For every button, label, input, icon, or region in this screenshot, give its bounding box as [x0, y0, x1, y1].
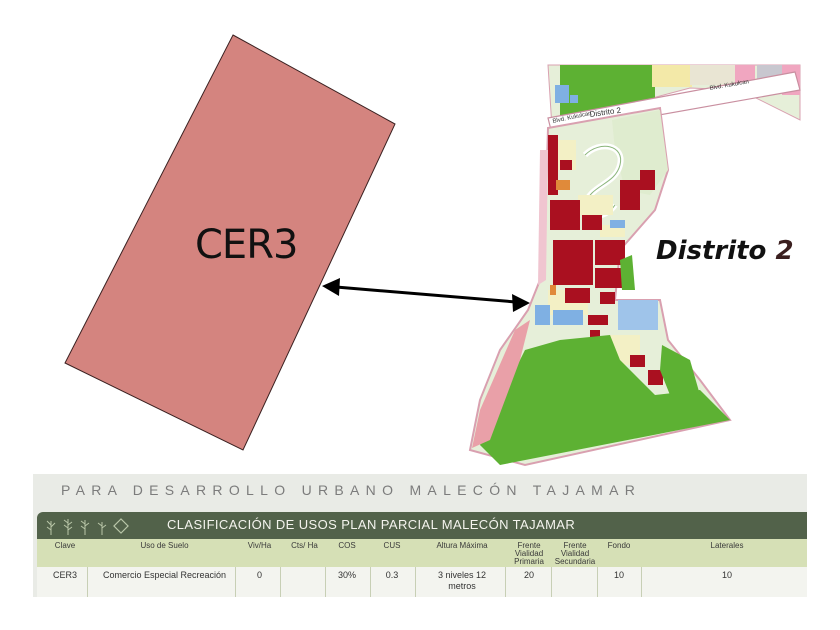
logo-icon	[113, 517, 129, 534]
district-map: Blvd. Kukulcan Distrito 2 Blvd. Kukulcan	[468, 64, 801, 467]
parcel-label: CER3	[195, 222, 298, 268]
district-label-text: Distrito	[656, 236, 767, 266]
district-label: Distrito 2	[656, 236, 794, 266]
column-header-fondo: Fondo	[607, 541, 631, 550]
double-arrow-icon	[322, 278, 530, 312]
table-row: CER3 Comercio Especial Recreación 0 30% …	[37, 567, 807, 597]
street-label: Distrito 2	[589, 106, 622, 119]
document-header: PARA DESARROLLO URBANO MALECÓN TAJAMAR	[61, 482, 642, 498]
map-graphic: Blvd. Kukulcan Distrito 2 Blvd. Kukulcan	[64, 34, 801, 467]
cell-fondo: 10	[613, 570, 624, 580]
column-header-uso: Uso de Suelo	[140, 541, 189, 550]
cell-uso: Comercio Especial Recreación	[102, 570, 227, 580]
column-header-altura: Altura Máxima	[436, 541, 488, 550]
cell-viv: 0	[256, 570, 262, 580]
column-header-cos: COS	[338, 541, 356, 550]
cell-altura: 3 niveles 12 metros	[437, 570, 487, 591]
regulation-table-photo: PARA DESARROLLO URBANO MALECÓN TAJAMAR C…	[33, 474, 807, 597]
column-header-frente-primaria: Frente Vialidad Primaria	[514, 541, 544, 566]
district-label-number: 2	[775, 236, 794, 266]
table-banner: CLASIFICACIÓN DE USOS PLAN PARCIAL MALEC…	[37, 512, 807, 539]
cell-clave: CER3	[52, 570, 77, 580]
table-header-row: Clave Uso de Suelo Viv/Ha Cts/ Ha COS CU…	[37, 539, 807, 567]
plant-icon	[46, 520, 56, 535]
plant-icon	[80, 519, 90, 535]
banner-icons	[45, 512, 129, 539]
cer3-parcel	[64, 34, 396, 451]
plant-icon	[97, 521, 107, 535]
column-header-frente-secundaria: Frente Vialidad Secundaria	[554, 541, 596, 566]
cell-laterales: 10	[721, 570, 732, 580]
column-header-clave: Clave	[54, 541, 76, 550]
column-header-viv: Viv/Ha	[247, 541, 272, 550]
column-header-cts: Cts/ Ha	[291, 541, 318, 550]
cell-cus: 0.3	[385, 570, 399, 580]
column-header-cus: CUS	[383, 541, 401, 550]
plant-icon	[63, 518, 73, 535]
table-title: CLASIFICACIÓN DE USOS PLAN PARCIAL MALEC…	[167, 517, 576, 532]
cell-frente-primaria: 20	[523, 570, 534, 580]
column-header-laterales: Laterales	[710, 541, 744, 550]
map-area: Blvd. Kukulcan Distrito 2 Blvd. Kukulcan…	[64, 34, 801, 467]
cell-cos: 30%	[337, 570, 356, 580]
